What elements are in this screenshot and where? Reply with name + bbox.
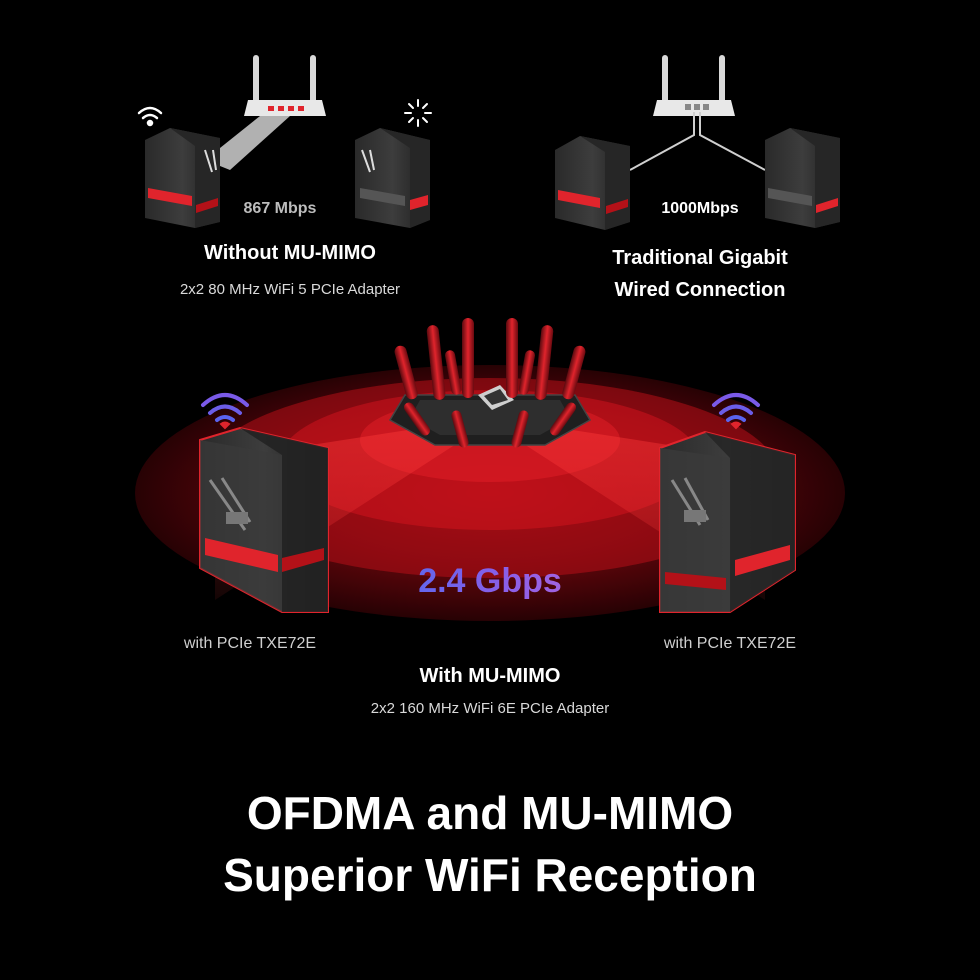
wifi-icon xyxy=(137,106,163,127)
router-icon xyxy=(388,318,592,448)
wifi-icon xyxy=(201,393,249,430)
pcie-label-right: with PCIe TXE72E xyxy=(663,635,797,652)
title-wired-line2: Wired Connection xyxy=(614,279,786,301)
router-icon xyxy=(653,55,735,116)
headline: OFDMA and MU-MIMO Superior WiFi Receptio… xyxy=(60,782,920,906)
loading-spinner-icon xyxy=(404,99,432,127)
title-with-mimo: With MU-MIMO xyxy=(419,665,561,687)
pc-tower-icon xyxy=(765,128,840,228)
speed-label-without-mimo: 867 Mbps xyxy=(243,200,317,217)
pc-tower-icon xyxy=(555,136,630,230)
subtitle-with-mimo: 2x2 160 MHz WiFi 6E PCIe Adapter xyxy=(370,700,610,717)
pc-tower-icon xyxy=(659,430,796,613)
headline-line1: OFDMA and MU-MIMO xyxy=(246,787,734,839)
pc-tower-icon xyxy=(199,426,329,613)
title-wired: Traditional Gigabit Wired Connection xyxy=(560,242,840,306)
headline-line2: Superior WiFi Reception xyxy=(223,849,757,901)
pc-tower-icon xyxy=(355,128,430,228)
subtitle-without-mimo: 2x2 80 MHz WiFi 5 PCIe Adapter xyxy=(179,281,401,298)
title-wired-line1: Traditional Gigabit xyxy=(612,247,788,269)
wifi-icon xyxy=(712,393,760,430)
pcie-label-left: with PCIe TXE72E xyxy=(183,635,317,652)
speed-label-wired: 1000Mbps xyxy=(661,200,739,217)
title-without-mimo: Without MU-MIMO xyxy=(204,242,376,264)
pc-tower-icon xyxy=(145,128,220,228)
signal-beam xyxy=(205,116,290,170)
router-icon xyxy=(244,55,326,116)
ethernet-cables xyxy=(629,112,766,171)
speed-label-with-mimo: 2.4 Gbps xyxy=(330,562,650,601)
